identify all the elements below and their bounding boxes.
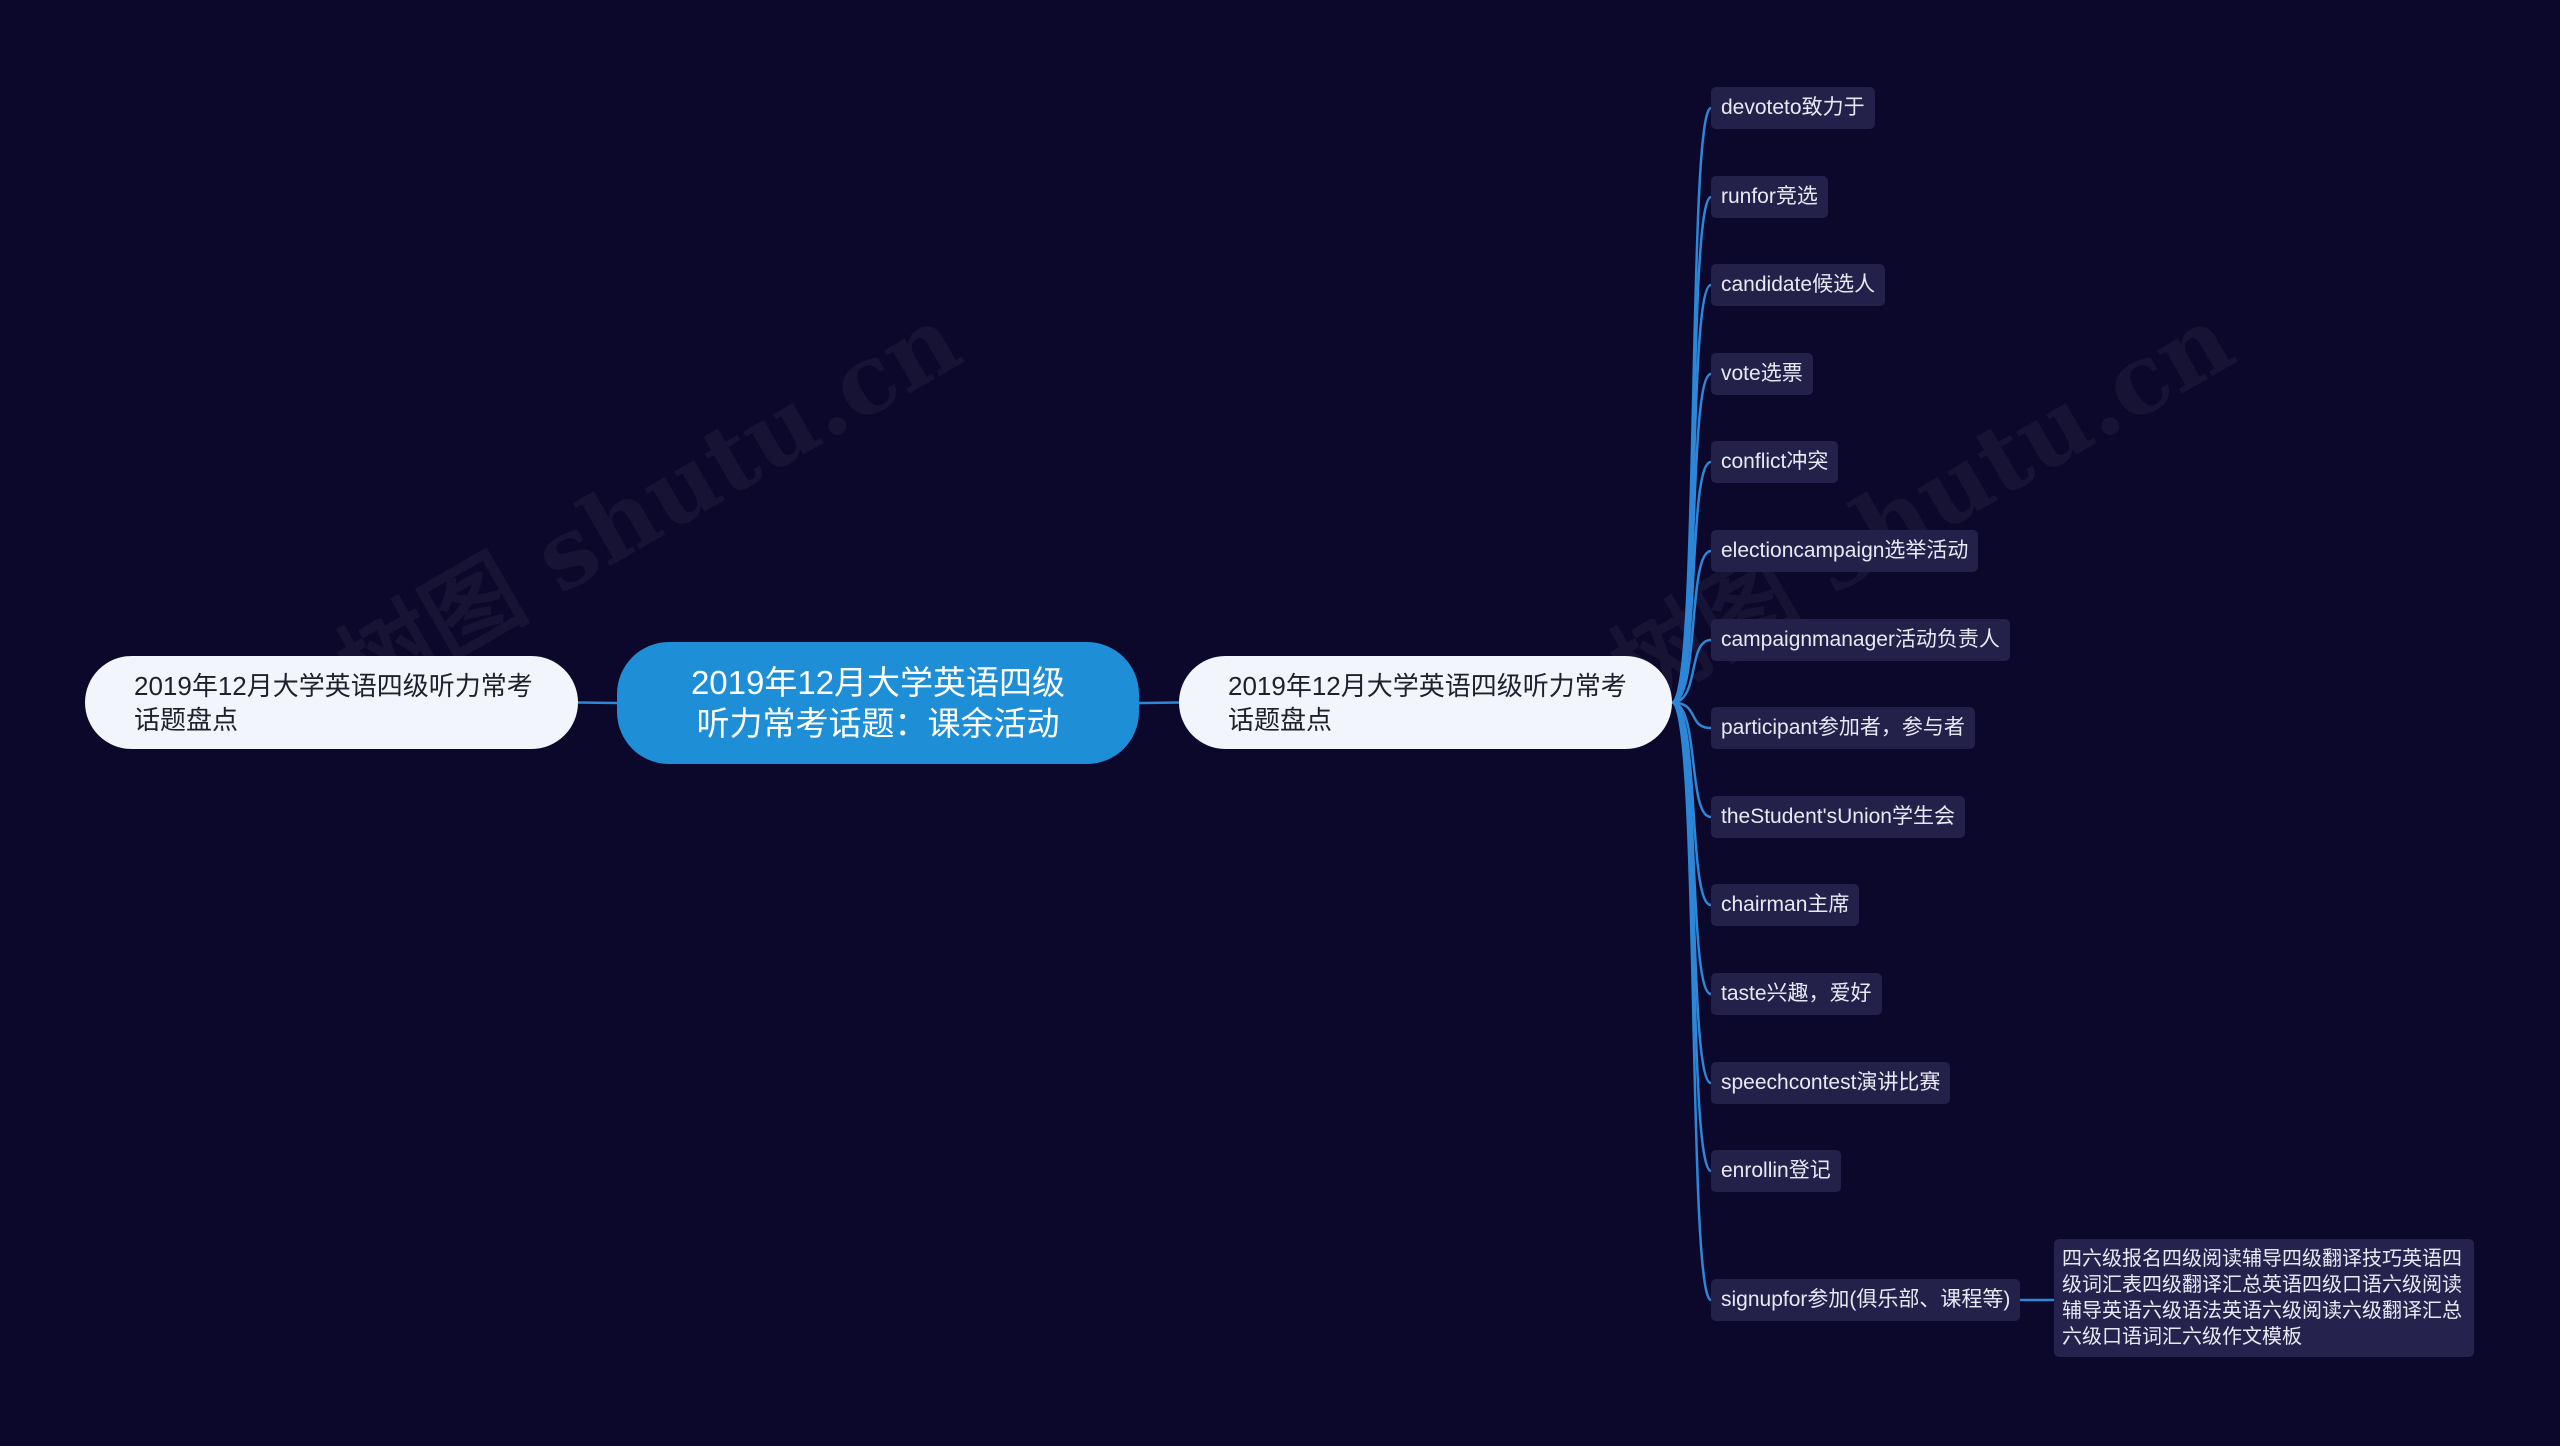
connector-line (577, 701, 618, 705)
topic-node-right[interactable]: 2019年12月大学英语四级听力常考话题盘点 (1179, 656, 1672, 749)
subtopic-node[interactable]: participant参加者，参与者 (1711, 707, 1975, 749)
connector-line (1671, 460, 1712, 704)
subtopic-node[interactable]: vote选票 (1711, 353, 1813, 395)
connector-line (1671, 638, 1712, 704)
subtopic-label: runfor竞选 (1721, 185, 1818, 208)
subtopic-label: enrollin登记 (1721, 1159, 1831, 1182)
subtopic-node[interactable]: conflict冲突 (1711, 441, 1839, 483)
subtopic-node[interactable]: chairman主席 (1711, 884, 1860, 926)
subtopic-node[interactable]: speechcontest演讲比赛 (1711, 1062, 1951, 1104)
subtopic-label: participant参加者，参与者 (1721, 716, 1965, 739)
connector-line (1671, 701, 1712, 819)
topic-label: 2019年12月大学英语四级听力常考话题盘点 (1228, 670, 1627, 735)
subtopic-label: electioncampaign选举活动 (1721, 539, 1969, 562)
connector-line (1138, 701, 1180, 705)
subtopic-node[interactable]: campaignmanager活动负责人 (1711, 619, 2010, 661)
subtopic-label: conflict冲突 (1721, 450, 1829, 473)
topic-label: 2019年12月大学英语四级听力常考话题盘点 (134, 670, 533, 735)
subtopic-label: candidate候选人 (1721, 273, 1876, 296)
note-box[interactable]: 四六级报名四级阅读辅导四级翻译技巧英语四级词汇表四级翻译汇总英语四级口语六级阅读… (2054, 1239, 2474, 1357)
subtopic-label: chairman主席 (1721, 893, 1850, 916)
subtopic-label: taste兴趣，爱好 (1721, 982, 1872, 1005)
connector-line (1671, 549, 1712, 704)
subtopic-node[interactable]: devoteto致力于 (1711, 87, 1875, 129)
connector-line (1671, 701, 1712, 730)
subtopic-node[interactable]: runfor竞选 (1711, 176, 1828, 218)
subtopic-label: devoteto致力于 (1721, 96, 1865, 119)
subtopic-node[interactable]: taste兴趣，爱好 (1711, 973, 1882, 1015)
subtopic-node[interactable]: candidate候选人 (1711, 264, 1886, 306)
subtopic-node[interactable]: enrollin登记 (1711, 1150, 1841, 1192)
subtopic-label: speechcontest演讲比赛 (1721, 1071, 1941, 1094)
connector-line (1671, 701, 1712, 907)
subtopic-label: theStudent'sUnion学生会 (1721, 805, 1955, 828)
connector-line (1671, 372, 1712, 704)
subtopic-node[interactable]: electioncampaign选举活动 (1711, 530, 1979, 572)
root-node[interactable]: 2019年12月大学英语四级听力常考话题：课余活动 (617, 642, 1139, 764)
topic-node-left[interactable]: 2019年12月大学英语四级听力常考话题盘点 (85, 656, 578, 749)
subtopic-label: campaignmanager活动负责人 (1721, 628, 2000, 651)
root-label: 2019年12月大学英语四级听力常考话题：课余活动 (690, 664, 1066, 742)
connector-line (1670, 701, 1713, 1302)
subtopic-label: vote选票 (1721, 362, 1803, 385)
subtopic-node[interactable]: theStudent'sUnion学生会 (1711, 796, 1965, 838)
note-text: 四六级报名四级阅读辅导四级翻译技巧英语四级词汇表四级翻译汇总英语四级口语六级阅读… (2062, 1248, 2462, 1348)
subtopic-node[interactable]: signupfor参加(俱乐部、课程等) (1711, 1279, 2021, 1321)
subtopic-label: signupfor参加(俱乐部、课程等) (1721, 1288, 2011, 1311)
